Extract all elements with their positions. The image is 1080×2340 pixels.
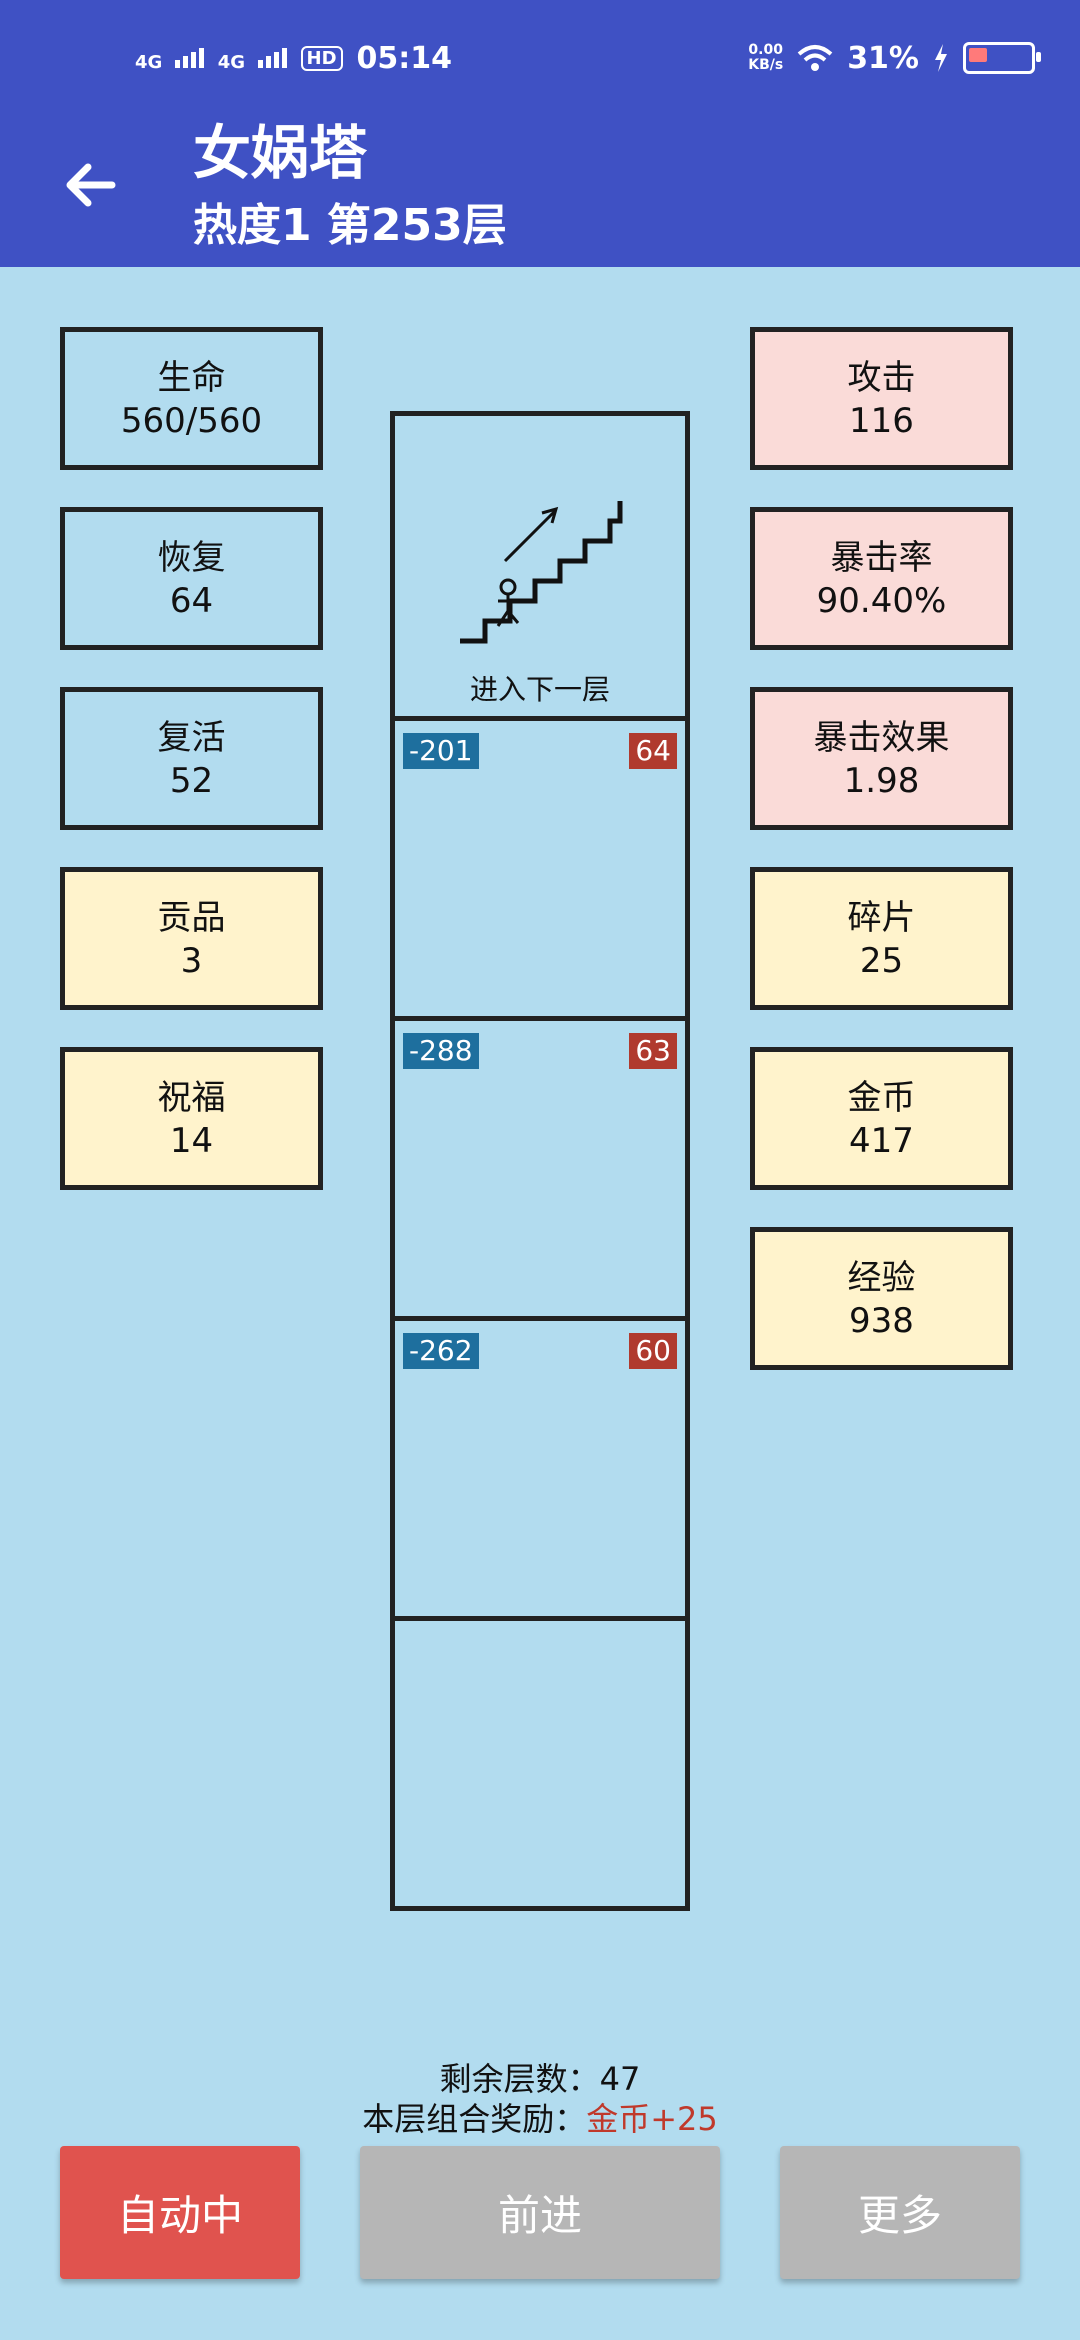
- net-speed: 0.00 KB/s: [748, 42, 784, 73]
- tower-floor[interactable]: -288 63: [395, 1016, 685, 1316]
- reward-badge: 60: [629, 1333, 677, 1369]
- enemy-damage-badge: -201: [403, 733, 479, 769]
- tower-floor[interactable]: -201 64: [395, 716, 685, 1016]
- enemy-damage-badge: -262: [403, 1333, 479, 1369]
- stat-crit-effect: 暴击效果 1.98: [750, 687, 1013, 830]
- floor-reward: 本层组合奖励：金币+25: [0, 2094, 1080, 2140]
- floor-reward-label: 本层组合奖励：: [362, 2100, 587, 2138]
- signal-icon: [174, 42, 204, 68]
- stat-experience: 经验 938: [750, 1227, 1013, 1370]
- more-button[interactable]: 更多: [780, 2146, 1020, 2279]
- stairs-climber-icon: [460, 501, 623, 644]
- battery-icon: [963, 42, 1041, 74]
- stat-tribute: 贡品 3: [60, 867, 323, 1010]
- stat-attack: 攻击 116: [750, 327, 1013, 470]
- page-subtitle: 热度1 第253层: [193, 200, 507, 251]
- next-floor-cell[interactable]: 进入下一层: [395, 416, 685, 716]
- charging-icon: [935, 44, 947, 72]
- arrow-left-icon: [66, 163, 116, 207]
- network-indicator-2: 4G: [218, 41, 287, 76]
- battery-percent: 31%: [847, 40, 919, 76]
- page-title: 女娲塔: [193, 119, 368, 187]
- stat-revive: 复活 52: [60, 687, 323, 830]
- stat-blessing: 祝福 14: [60, 1047, 323, 1190]
- tower: 进入下一层 -201 64 -288 63 -262 60: [390, 411, 690, 1911]
- floor-reward-value: 金币+25: [586, 2100, 718, 2138]
- wifi-icon: [797, 45, 833, 71]
- auto-button[interactable]: 自动中: [60, 2146, 300, 2279]
- status-bar-left: 4G 4G HD 05:14: [135, 28, 452, 88]
- status-bar-right: 0.00 KB/s 31%: [748, 28, 1041, 88]
- reward-badge: 63: [629, 1033, 677, 1069]
- stat-shards: 碎片 25: [750, 867, 1013, 1010]
- enemy-damage-badge: -288: [403, 1033, 479, 1069]
- network-indicator-1: 4G: [135, 41, 204, 76]
- hd-badge: HD: [300, 45, 343, 71]
- reward-badge: 64: [629, 733, 677, 769]
- forward-button[interactable]: 前进: [360, 2146, 720, 2279]
- stat-recovery: 恢复 64: [60, 507, 323, 650]
- stat-crit-rate: 暴击率 90.40%: [750, 507, 1013, 650]
- clock: 05:14: [356, 40, 453, 76]
- stat-life: 生命 560/560: [60, 327, 323, 470]
- remaining-floors: 剩余层数：47: [439, 2060, 641, 2098]
- signal-icon: [257, 42, 287, 68]
- tower-floor[interactable]: -262 60: [395, 1316, 685, 1616]
- next-floor-label: 进入下一层: [469, 673, 610, 706]
- app-header: 4G 4G HD 05:14 0.00 KB/s 31% 女娲塔 热度1 第25…: [0, 0, 1080, 267]
- stat-gold: 金币 417: [750, 1047, 1013, 1190]
- tower-floor-empty[interactable]: [395, 1616, 685, 1906]
- back-button[interactable]: [60, 155, 120, 215]
